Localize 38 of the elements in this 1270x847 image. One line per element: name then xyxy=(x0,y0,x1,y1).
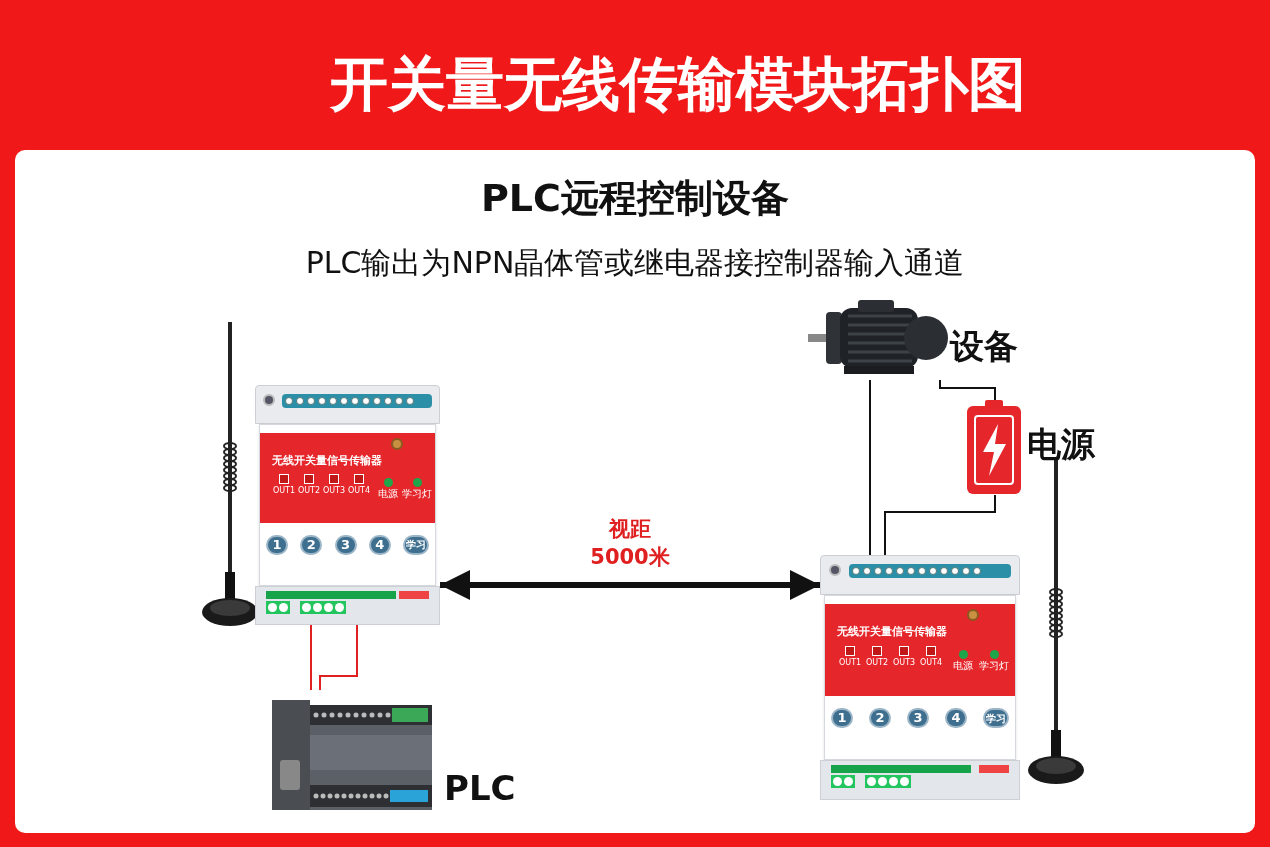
wire xyxy=(319,624,358,691)
indicator-label: OUT3 xyxy=(893,658,916,667)
transmitter-module xyxy=(820,555,1020,800)
indicator-label: OUT3 xyxy=(322,486,346,496)
description: PLC输出为NPN晶体管或继电器接控制器输入通道 xyxy=(304,244,966,282)
device-label: PLC xyxy=(444,768,516,808)
module-title: 无线开关量信号传输器 xyxy=(837,624,947,640)
key-button: 3 xyxy=(334,534,357,555)
wire xyxy=(939,379,996,401)
key-button: 学习 xyxy=(403,534,429,555)
indicator-label: OUT4 xyxy=(920,658,943,667)
module-title: 无线开关量信号传输器 xyxy=(272,452,382,469)
key-button: 2 xyxy=(300,534,323,555)
device-label: 电源 xyxy=(1027,424,1095,464)
indicator-label: OUT4 xyxy=(347,486,370,496)
indicator-label: 电源 xyxy=(953,660,973,671)
key-button: 1 xyxy=(266,534,288,555)
subtitle: PLC远程控制设备 xyxy=(480,175,790,222)
key-button: 3 xyxy=(907,708,929,728)
device-label: 设备 xyxy=(950,326,1018,366)
key-button: 1 xyxy=(831,708,853,728)
title: 开关量无线传输模块拓扑图 xyxy=(330,49,1026,120)
key-button: 4 xyxy=(368,534,391,555)
indicator-label: OUT2 xyxy=(297,486,321,496)
indicator-label: 学习灯 xyxy=(402,488,433,500)
key-button: 2 xyxy=(869,708,891,728)
key-button: 4 xyxy=(945,708,967,728)
wire xyxy=(310,624,312,691)
bidirectional-arrow xyxy=(440,570,820,600)
indicator-label: OUT1 xyxy=(839,658,862,667)
indicator-label: OUT1 xyxy=(272,486,296,496)
wire xyxy=(884,494,996,556)
indicator-label: 学习灯 xyxy=(979,660,1009,671)
indicator-label: OUT2 xyxy=(866,658,889,667)
key-button: 学习 xyxy=(983,708,1009,728)
indicator-label: 电源 xyxy=(378,488,399,500)
wire xyxy=(869,379,871,556)
transmitter-module xyxy=(255,385,440,625)
